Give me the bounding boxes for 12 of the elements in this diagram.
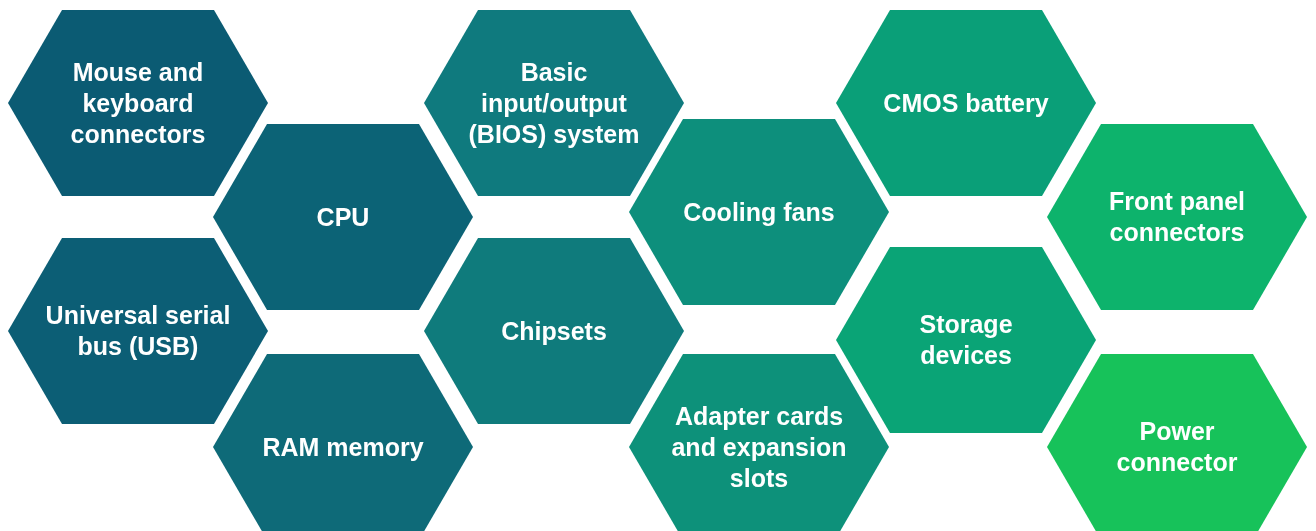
hexagon-label: Chipsets: [500, 315, 608, 347]
hexagon-label: Cooling fans: [682, 196, 836, 228]
hexagon-label: Basic input/output (BIOS) system: [467, 56, 641, 150]
hexagon-label: Mouse and keyboard connectors: [69, 56, 207, 150]
hexagon-label: RAM memory: [261, 431, 425, 463]
hexagon-label: Adapter cards and expansion slots: [670, 400, 848, 494]
hexagon-label: CPU: [315, 201, 371, 233]
hexagon-label: CMOS battery: [882, 87, 1050, 119]
hexagon-label: Front panel connectors: [1107, 186, 1247, 248]
hexagon-label: Storage devices: [918, 309, 1014, 371]
hexagon-label: Power connector: [1115, 416, 1239, 478]
hexagon-label: Universal serial bus (USB): [44, 300, 232, 362]
